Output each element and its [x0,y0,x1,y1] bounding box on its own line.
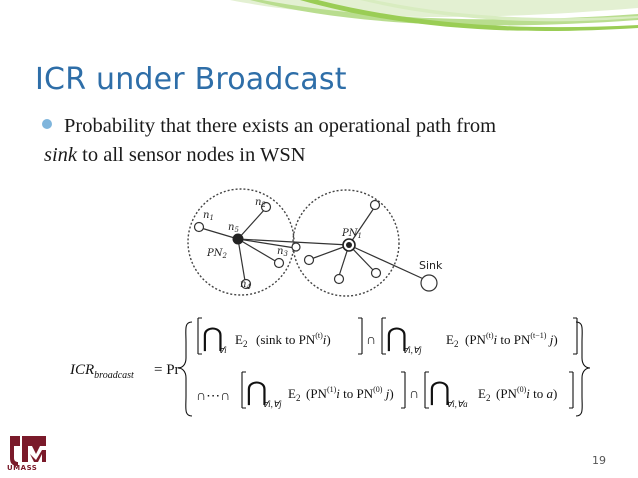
node-b [369,199,381,211]
label-pn1: PN1 [341,228,362,240]
formula-pr: = Pr [154,362,180,378]
row2-e-1: E2 [288,386,300,403]
row1-sub-1: ∀i [218,345,227,355]
bullet-text-rest: to all sensor nodes in WSN [77,144,306,166]
label-sink: Sink [419,259,443,272]
icr-formula: ICRbroadcast = Pr ⋂ ∀i E2 (sink to PN(t)… [70,317,591,417]
label-n4: n4 [240,279,251,291]
row1-sub-2: ∀i,∀j [402,345,422,355]
slide-title: ICR under Broadcast [35,62,347,97]
label-n5: n5 [228,222,239,234]
bullet-text-line2: sink to all sensor nodes in WSN [44,141,624,170]
row1-cap: ∩ [366,333,376,348]
node-sink [420,274,438,292]
node-a [291,242,301,252]
row1-e-1: E2 [235,332,247,349]
row2-bigcap-2: ⋂ [429,377,450,406]
row2-e-2: E2 [478,386,490,403]
node-n2 [260,201,272,213]
row2-bigcap-1: ⋂ [246,377,267,406]
row1-term-2: (PN(t)i to PN(t−1) j) [465,331,558,347]
row1-e-2: E2 [446,332,458,349]
node-d [333,273,345,285]
row2-sub-2: ∀i,∀a [446,399,468,409]
row2-term-2: (PN(0)i to a) [496,385,557,401]
header-swoosh-decoration [230,0,638,32]
node-n1 [193,221,205,233]
umass-logo-icon [10,436,46,466]
label-n3: n3 [277,246,288,258]
cluster-circle-right [292,189,400,297]
row1-term-1: (sink to PN(t)i) [256,331,331,347]
row1-bigcap-1: ⋂ [202,323,223,352]
label-n1: n1 [203,210,214,222]
row2-sub-1: ∀i,∀j [262,399,282,409]
row2-cap: ∩ [409,387,419,402]
formula-lhs: ICRbroadcast [70,362,134,381]
label-pn2: PN2 [206,248,227,260]
node-n3 [273,257,285,269]
row2-term-1: (PN(1)i to PN(0) j) [306,385,394,401]
node-c [303,254,315,266]
bullet-icon [42,119,52,129]
label-n2: n2 [255,197,266,209]
umass-logo-text: UMASS [7,464,38,472]
network-diagram: n1 n2 n5 PN2 n3 n4 PN1 Sink [183,185,455,300]
row1-bigcap-2: ⋂ [386,323,407,352]
node-e [370,267,382,279]
node-pn2 [232,233,244,245]
bullet-text: Probability that there exists an operati… [44,112,624,170]
bullet-text-italic: sink [44,144,78,166]
row2-dots: ∩⋯∩ [196,389,230,404]
node-n4 [240,278,252,290]
bullet-text-line1: Probability that there exists an operati… [64,115,497,137]
page-number: 19 [592,454,606,467]
